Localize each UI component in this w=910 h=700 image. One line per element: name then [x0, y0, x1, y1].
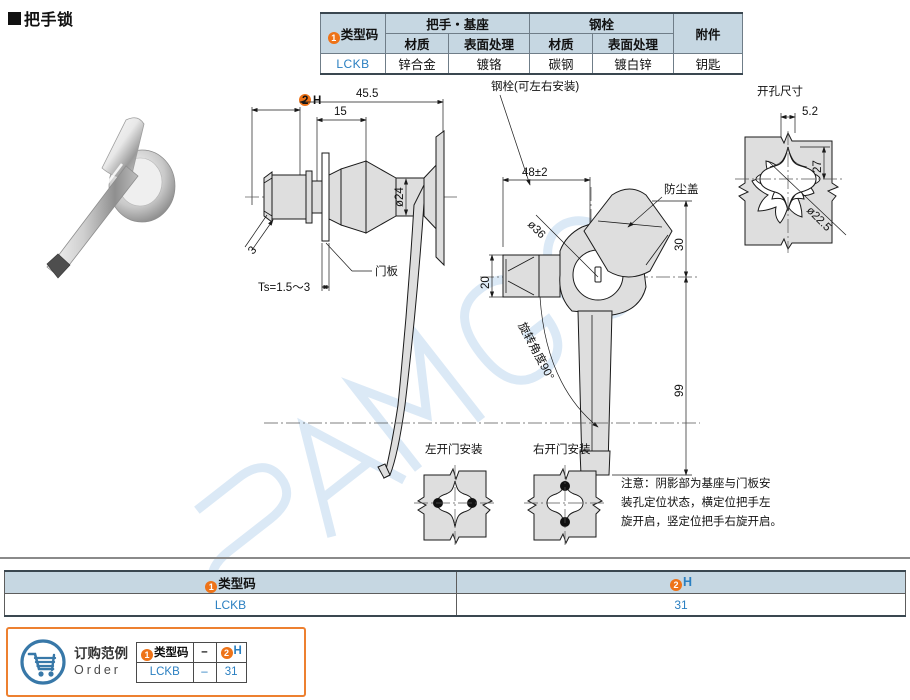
header-accessory: 附件: [673, 12, 743, 54]
header-handle-material: 材质: [385, 33, 449, 54]
rotation-label: 旋转角度90°: [515, 320, 557, 383]
badge-2-icon: 2: [669, 578, 682, 591]
dim-99: 99: [674, 384, 686, 397]
ts-label: Ts=1.5～3: [258, 282, 310, 294]
dust-cover-label: 防尘盖: [664, 182, 699, 196]
hole-size-title: 开孔尺寸: [757, 84, 803, 98]
header-bolt-surface: 表面处理: [592, 33, 674, 54]
dim-15: 15: [334, 106, 347, 118]
table-header-row-2: 材质 表面处理 材质 表面处理: [321, 33, 743, 54]
dim-d24: ø24: [394, 187, 406, 207]
variant-value-type-code: LCKB: [4, 593, 457, 617]
order-value-h: 31: [215, 661, 247, 683]
badge-1-icon: 1: [141, 648, 153, 661]
cell-accessory: 钥匙: [673, 53, 743, 75]
dim-3: 3: [246, 244, 259, 257]
dim-48: 48±2: [522, 167, 548, 179]
header-handle-surface: 表面处理: [448, 33, 530, 54]
variant-value-h: 31: [456, 593, 906, 617]
cell-type-code: LCKB: [320, 53, 386, 75]
product-photo: [14, 104, 224, 294]
title-bullet-icon: [8, 11, 21, 25]
page-title-text: 把手锁: [24, 12, 74, 29]
variant-value-row: LCKB 31: [4, 593, 906, 617]
page-title: 把手锁: [8, 6, 74, 30]
header-handle-base: 把手・基座: [385, 12, 530, 34]
left-door-label: 左开门安装: [425, 442, 483, 456]
order-label-cn: 订购范例: [74, 645, 128, 661]
badge-1-icon: 1: [327, 31, 340, 44]
door-panel-label: 门板: [375, 264, 398, 278]
dim-d36: ø36: [525, 219, 548, 242]
h-label: H: [313, 95, 321, 107]
section-divider: [0, 557, 910, 559]
badge-2-text: 2: [302, 95, 308, 107]
badge-1-icon: 1: [205, 580, 218, 593]
order-label: 订购范例 Order: [74, 646, 128, 679]
badge-2-icon: 2: [220, 647, 233, 659]
order-label-en: Order: [74, 662, 121, 677]
cell-bolt-surface: 镀白锌: [592, 53, 674, 75]
left-door-diagram: [414, 465, 496, 547]
header-steel-bolt: 钢栓: [529, 12, 674, 34]
order-header-sep: –: [192, 641, 217, 663]
dim-45-5: 45.5: [356, 88, 378, 100]
cell-bolt-material: 碳钢: [529, 53, 593, 75]
dim-27: 27: [812, 160, 824, 173]
order-value-type-code: LCKB: [136, 661, 194, 683]
install-note: 注意：阴影部为基座与门板安 装孔定位状态，横定位把手左 旋开启，竖定位把手右旋开…: [621, 476, 782, 528]
right-door-label: 右开门安装: [533, 442, 591, 456]
order-value-row: LCKB – 31: [136, 661, 247, 683]
table-row: LCKB 锌合金 镀铬 碳钢 镀白锌 钥匙: [320, 53, 743, 75]
order-value-sep: –: [192, 661, 217, 683]
bolt-note: 钢栓(可左右安装): [491, 79, 579, 93]
cell-handle-material: 锌合金: [385, 53, 449, 75]
dim-20: 20: [480, 276, 492, 289]
right-door-diagram: [524, 465, 606, 547]
shopping-cart-icon: [14, 637, 72, 687]
dim-5-2: 5.2: [802, 106, 818, 118]
dim-30: 30: [674, 238, 686, 251]
cell-handle-surface: 镀铬: [448, 53, 530, 75]
header-bolt-material: 材质: [529, 33, 593, 54]
